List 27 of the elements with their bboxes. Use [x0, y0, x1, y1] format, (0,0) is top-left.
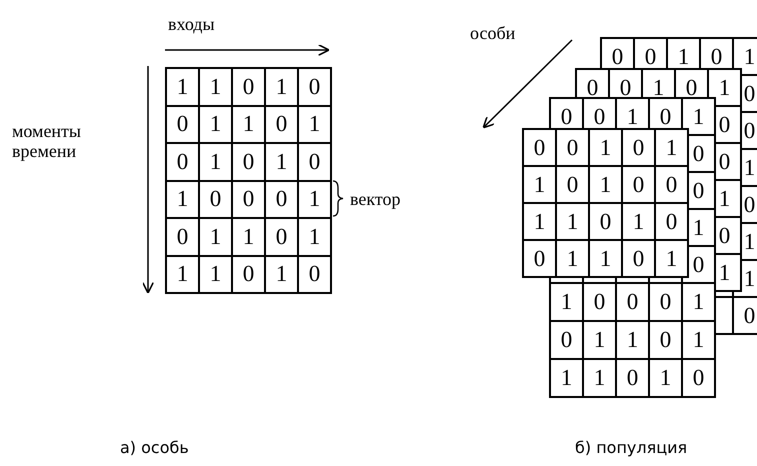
table-cell: 0	[648, 282, 683, 322]
table-cell: 0	[681, 358, 716, 398]
axis-label: вектор	[350, 189, 401, 209]
table-cell: 0	[615, 282, 650, 322]
table-cell: 0	[582, 282, 617, 322]
table-cell: 1	[654, 128, 689, 167]
caption: б) популяция	[575, 438, 688, 458]
axis-label: особи	[470, 23, 516, 43]
table-cell: 1	[681, 320, 716, 360]
table-cell: 1	[588, 239, 623, 278]
axis-label: входы	[168, 14, 215, 34]
table-cell: 0	[297, 67, 332, 106]
table-cell: 1	[165, 254, 200, 294]
table-cell: 1	[681, 282, 716, 322]
table-cell: 1	[549, 282, 584, 322]
table-cell: 0	[621, 239, 656, 278]
table-cell: 0	[654, 202, 689, 241]
table-cell: 0	[654, 165, 689, 204]
caption: а) особь	[120, 438, 189, 458]
table-cell: 1	[654, 239, 689, 278]
table-cell: 1	[555, 239, 590, 278]
table-cell: 0	[297, 254, 332, 294]
table-cell: 0	[522, 239, 557, 278]
table-cell: 1	[681, 97, 716, 136]
axis-label: моменты времени	[12, 121, 82, 161]
table-cell: 1	[549, 358, 584, 398]
table-cell: 1	[707, 68, 742, 107]
